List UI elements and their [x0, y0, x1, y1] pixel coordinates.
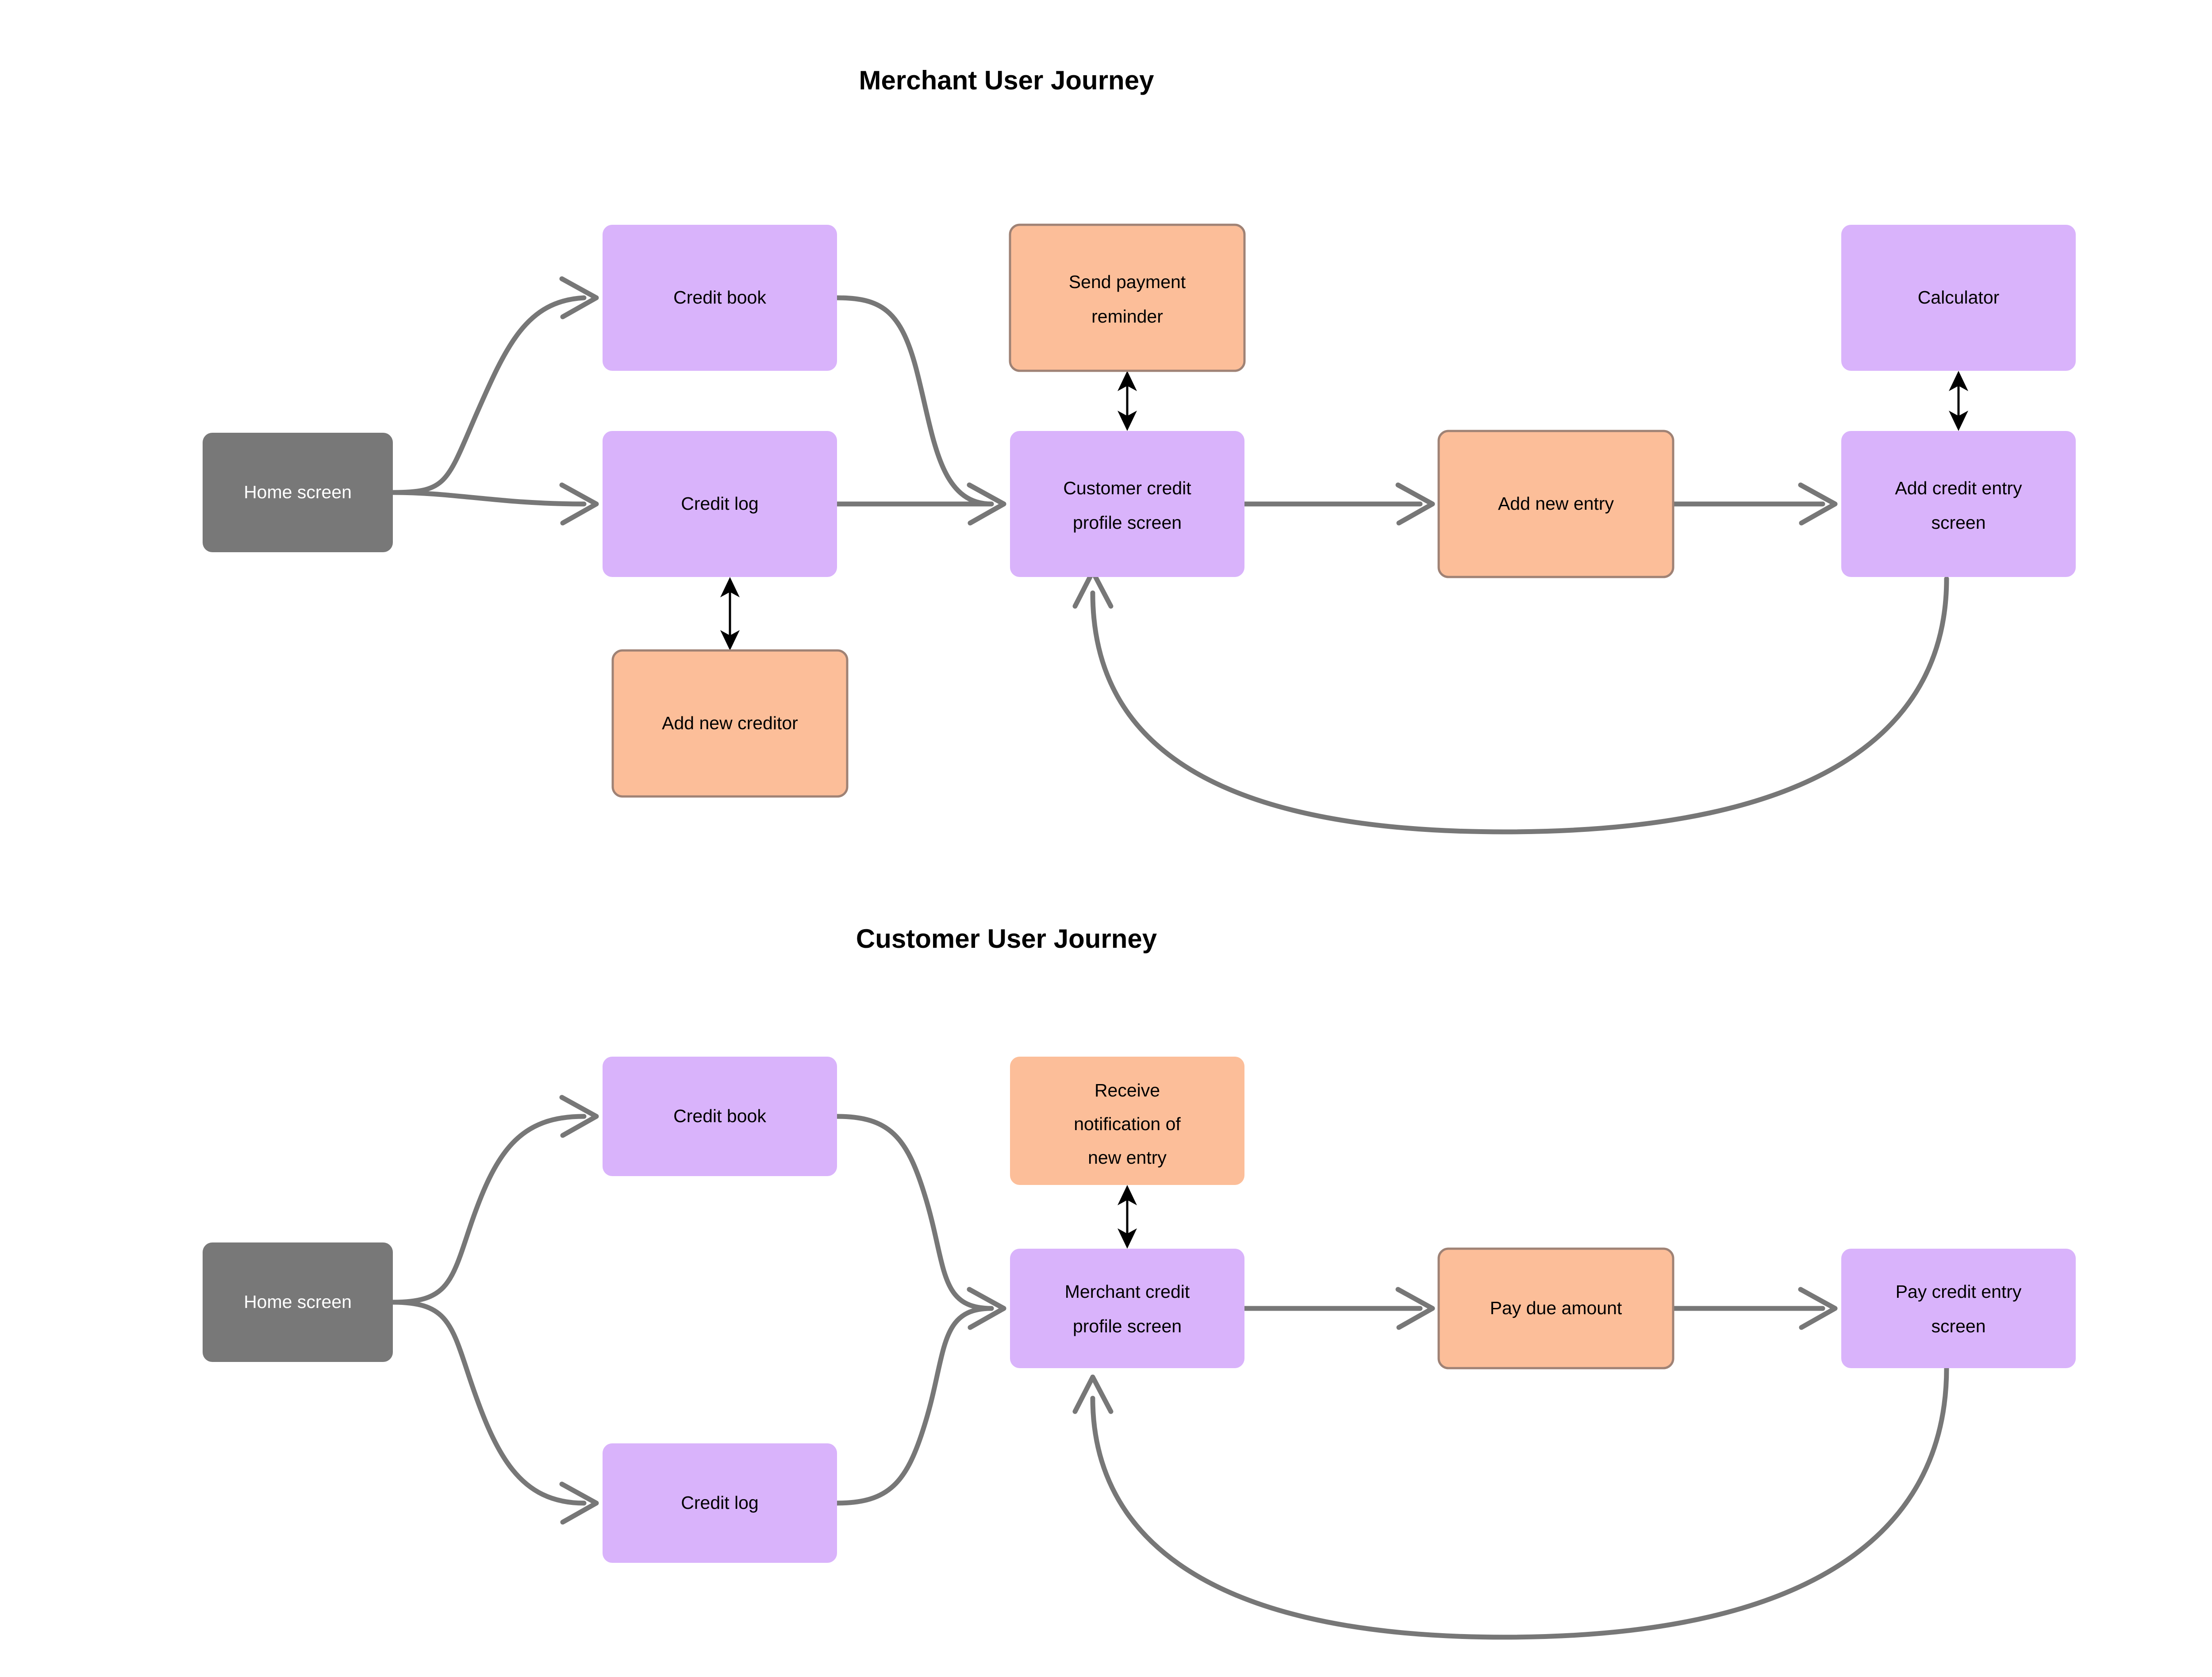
node-pay-credit-entry-screen-label-line1: Pay credit entry — [1896, 1281, 2022, 1302]
node-calculator[interactable]: Calculator — [1841, 225, 2076, 371]
node-credit-book-customer-label: Credit book — [673, 1106, 766, 1126]
node-credit-log-customer-rect[interactable] — [603, 1443, 837, 1563]
node-home-screen-label: Home screen — [244, 482, 352, 502]
node-pay-credit-entry-screen-label-line2: screen — [1931, 1316, 1985, 1336]
node-receive-notification-of-new-entry[interactable]: Receive notification of new entry — [1010, 1057, 1244, 1185]
node-add-credit-entry-screen-label-line1: Add credit entry — [1895, 478, 2022, 498]
edge-credit-log-to-customer-profile — [834, 482, 1006, 526]
node-credit-book[interactable]: Credit book — [603, 225, 837, 371]
node-add-credit-entry-screen[interactable]: Add credit entry screen — [1841, 431, 2076, 577]
node-merchant-credit-profile-screen-label-line1: Merchant credit — [1065, 1281, 1190, 1302]
node-credit-book-customer-rect[interactable] — [603, 1057, 837, 1176]
node-receive-notification-label-line2: notification of — [1074, 1114, 1181, 1134]
node-credit-log-label: Credit log — [681, 493, 758, 514]
node-add-credit-entry-screen-label-line2: screen — [1931, 512, 1985, 533]
node-add-new-entry-rect[interactable] — [1437, 430, 1674, 578]
node-merchant-credit-profile-screen-label-line2: profile screen — [1073, 1316, 1182, 1336]
edge-merchant-profile-to-receive-notification — [1118, 1185, 1137, 1249]
section-merchant: Merchant User Journey — [203, 65, 2076, 835]
node-add-new-entry-label: Add new entry — [1498, 493, 1614, 514]
node-add-new-creditor-rect[interactable] — [611, 649, 849, 798]
node-add-new-creditor-label: Add new creditor — [662, 713, 798, 733]
node-send-payment-reminder-rect[interactable] — [1009, 223, 1246, 372]
edge-credit-log-to-add-new-creditor — [720, 577, 740, 650]
section-customer: Customer User Journey — [203, 924, 2076, 1640]
node-customer-credit-profile-screen-rect[interactable] — [1010, 431, 1244, 577]
node-add-new-entry[interactable]: Add new entry — [1437, 430, 1674, 578]
edge-credit-log-to-merchant-profile — [834, 1287, 1006, 1506]
node-credit-log-rect[interactable] — [603, 431, 837, 577]
node-home-screen[interactable]: Home screen — [203, 433, 393, 552]
node-customer-credit-profile-screen[interactable]: Customer credit profile screen — [1010, 431, 1244, 577]
edge-customer-profile-to-send-reminder — [1118, 371, 1137, 431]
edge-pay-credit-entry-return-to-merchant-profile — [1072, 1365, 1949, 1640]
node-send-payment-reminder-label-line2: reminder — [1091, 306, 1163, 327]
customer-edges — [390, 1095, 1949, 1640]
edge-add-new-entry-to-add-credit-entry — [1671, 482, 1838, 526]
node-credit-log[interactable]: Credit log — [603, 431, 837, 577]
node-receive-notification-label-line3: new entry — [1088, 1147, 1167, 1168]
node-customer-credit-profile-screen-label-line2: profile screen — [1073, 512, 1182, 533]
edge-pay-due-amount-to-pay-credit-entry — [1671, 1287, 1838, 1330]
node-add-new-creditor[interactable]: Add new creditor — [611, 649, 849, 798]
node-receive-notification-of-new-entry-rect[interactable] — [1010, 1057, 1244, 1185]
edge-customer-profile-to-add-new-entry — [1242, 482, 1435, 526]
node-pay-due-amount-rect[interactable] — [1437, 1247, 1674, 1369]
edge-merchant-profile-to-pay-due-amount — [1242, 1287, 1435, 1330]
node-calculator-rect[interactable] — [1841, 225, 2076, 371]
customer-nodes: Home screen Credit book Credit log Recei… — [203, 1057, 2076, 1563]
node-merchant-credit-profile-screen-rect[interactable] — [1010, 1249, 1244, 1368]
edge-add-credit-entry-to-calculator — [1949, 371, 1968, 431]
node-pay-credit-entry-screen-rect[interactable] — [1841, 1249, 2076, 1368]
node-credit-book-label: Credit book — [673, 287, 766, 308]
edge-home-to-credit-book-customer — [390, 1095, 599, 1305]
merchant-nodes: Home screen Credit book Credit log Add n… — [203, 223, 2076, 798]
node-send-payment-reminder-label-line1: Send payment — [1069, 272, 1186, 292]
node-home-screen-customer-rect[interactable] — [203, 1242, 393, 1362]
node-home-screen-rect[interactable] — [203, 433, 393, 552]
node-credit-book-rect[interactable] — [603, 225, 837, 371]
node-send-payment-reminder[interactable]: Send payment reminder — [1009, 223, 1246, 372]
edge-home-to-credit-book — [390, 276, 599, 495]
merchant-edges — [390, 276, 1968, 835]
edge-home-to-credit-log — [390, 482, 599, 526]
node-customer-credit-profile-screen-label-line1: Customer credit — [1063, 478, 1191, 498]
edge-home-to-credit-log-customer — [390, 1300, 599, 1525]
node-pay-due-amount-label: Pay due amount — [1490, 1298, 1622, 1318]
node-pay-due-amount[interactable]: Pay due amount — [1437, 1247, 1674, 1369]
node-receive-notification-label-line1: Receive — [1094, 1080, 1160, 1100]
node-credit-book-customer[interactable]: Credit book — [603, 1057, 837, 1176]
merchant-section-title: Merchant User Journey — [859, 65, 1155, 95]
node-home-screen-customer-label: Home screen — [244, 1292, 352, 1312]
node-calculator-label: Calculator — [1918, 287, 2000, 308]
node-credit-log-customer[interactable]: Credit log — [603, 1443, 837, 1563]
node-home-screen-customer[interactable]: Home screen — [203, 1242, 393, 1362]
customer-section-title: Customer User Journey — [856, 924, 1157, 954]
node-pay-credit-entry-screen[interactable]: Pay credit entry screen — [1841, 1249, 2076, 1368]
node-add-credit-entry-screen-rect[interactable] — [1841, 431, 2076, 577]
edge-add-credit-entry-return-to-customer-profile — [1072, 569, 1949, 835]
node-credit-log-customer-label: Credit log — [681, 1492, 758, 1513]
node-merchant-credit-profile-screen[interactable]: Merchant credit profile screen — [1010, 1249, 1244, 1368]
